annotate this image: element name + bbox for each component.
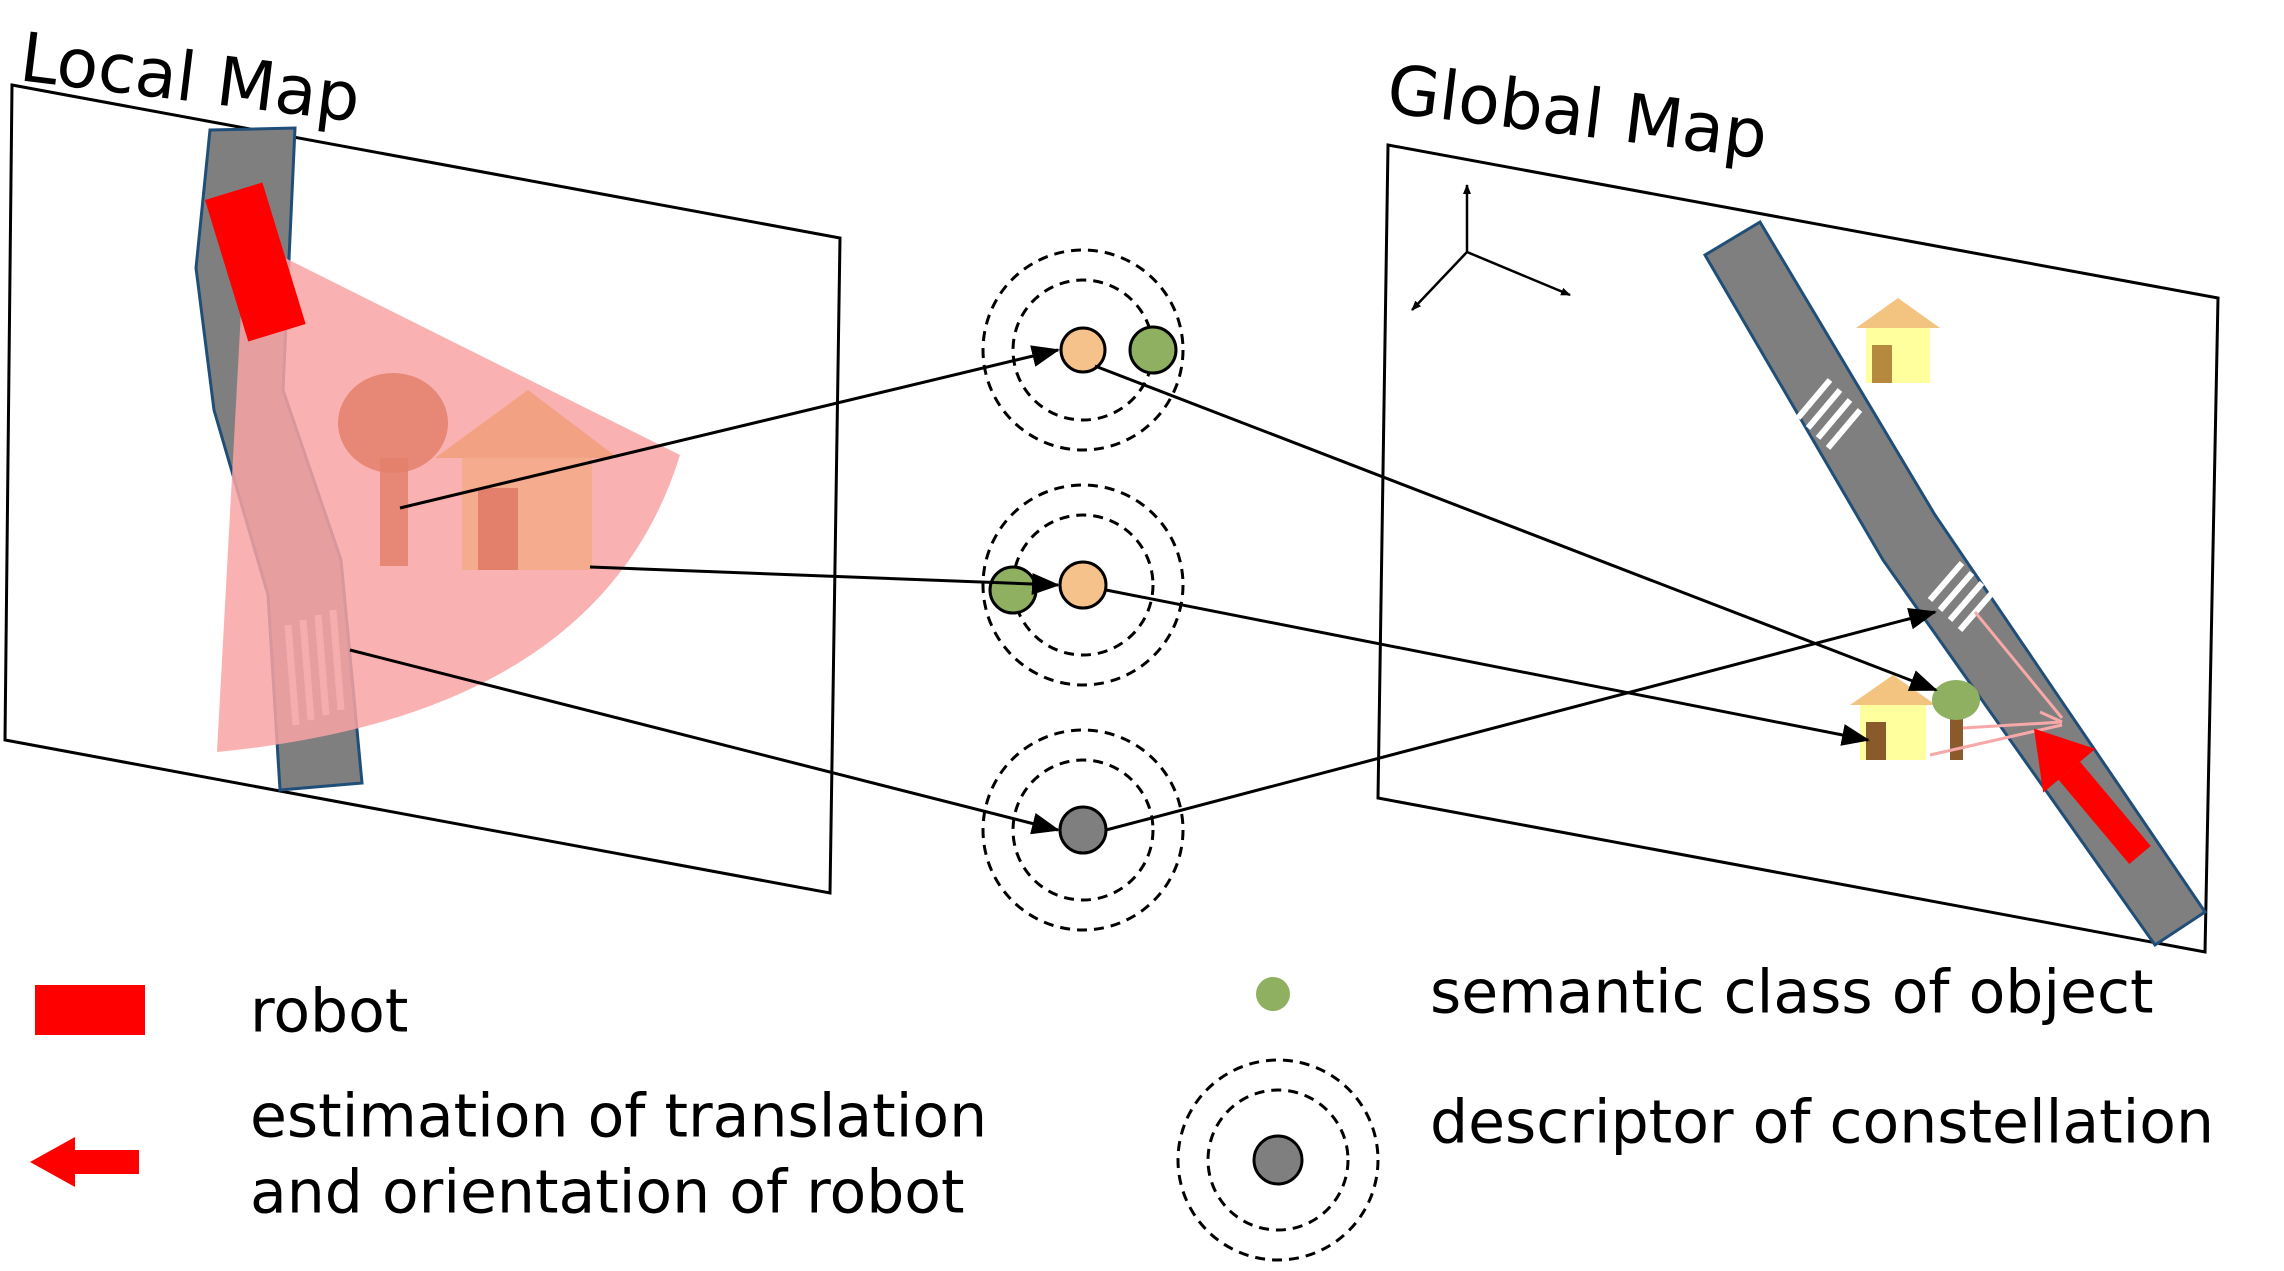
descriptor-top	[981, 248, 1185, 452]
global-map: Global Map	[1376, 50, 2220, 954]
local-house	[435, 390, 618, 570]
legend: robot estimation of translation and orie…	[30, 958, 2214, 1262]
node-orange	[1059, 326, 1107, 374]
legend-descriptor-label: descriptor of constellation	[1430, 1088, 2214, 1158]
global-map-frame	[1376, 143, 2220, 954]
legend-estimation-arrow-icon	[30, 1137, 139, 1187]
global-map-title: Global Map	[1383, 50, 1772, 175]
arrow-descriptor-to-house	[1105, 588, 1870, 746]
global-house-2	[1850, 675, 1936, 760]
pose-estimate-lines	[1929, 611, 2064, 757]
local-tree	[338, 373, 448, 566]
descriptor-bottom	[981, 728, 1185, 932]
legend-semantic-class-icon	[1256, 977, 1290, 1011]
global-crosswalk-top	[1795, 378, 1863, 450]
correspondence-arrows	[349, 345, 1938, 835]
legend-robot-icon	[35, 985, 145, 1035]
node-green	[1128, 325, 1178, 375]
arrow-descriptor-to-tree	[1094, 364, 1938, 692]
legend-robot-label: robot	[250, 977, 408, 1047]
descriptor-middle	[981, 483, 1185, 687]
node-orange	[1058, 560, 1108, 610]
arrow-tree-to-descriptor	[399, 345, 1060, 510]
global-house-1	[1856, 298, 1940, 383]
legend-estimation-label-line1: estimation of translation	[250, 1082, 987, 1152]
estimated-robot-arrow	[2033, 728, 2151, 864]
node-green	[988, 565, 1038, 615]
local-robot	[205, 182, 306, 342]
arrow-crosswalk-to-descriptor	[349, 648, 1060, 835]
arrow-descriptor-to-crosswalk	[1105, 607, 1937, 832]
local-map: Local Map	[3, 18, 842, 895]
legend-semantic-class-label: semantic class of object	[1430, 958, 2154, 1028]
arrow-house-to-descriptor	[589, 565, 1060, 595]
local-map-frame	[3, 83, 842, 895]
coordinate-axes-icon	[1411, 184, 1571, 311]
local-map-title: Local Map	[16, 18, 364, 138]
node-gray	[1058, 805, 1108, 855]
legend-descriptor-icon	[1176, 1058, 1380, 1262]
legend-estimation-label-line2: and orientation of robot	[250, 1158, 965, 1228]
